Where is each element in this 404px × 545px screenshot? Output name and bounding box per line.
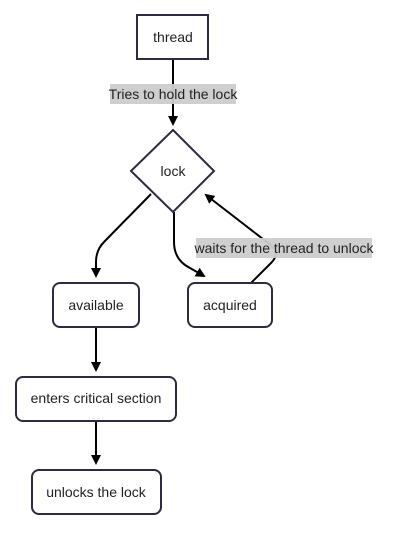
node-available-box [52,282,140,328]
node-unlocks-the-lock-box [31,469,162,515]
node-lock[interactable]: lock [129,128,216,214]
node-lock-diamond [129,128,216,214]
node-unlocks-the-lock-label: unlocks the lock [46,484,147,500]
edge-label-acquired-to-lock: waits for the thread to unlock [194,238,375,258]
node-acquired[interactable]: acquired [187,282,273,328]
edge-label-text: waits for the thread to unlock [194,240,375,256]
node-enters-critical-section[interactable]: enters critical section [15,376,177,422]
node-thread[interactable]: thread [136,14,209,60]
node-available-label: available [68,297,123,313]
edge-lock-to-acquired [173,212,206,277]
edge-label-text: Tries to hold the lock [109,86,239,102]
node-lock-label: lock [161,163,187,179]
node-acquired-box [187,282,273,328]
edge-label-background [196,238,372,258]
node-thread-label: thread [153,29,193,45]
node-unlocks-the-lock[interactable]: unlocks the lock [31,469,162,515]
node-enters-critical-section-label: enters critical section [31,390,162,406]
node-acquired-label: acquired [203,297,257,313]
edge-label-thread-to-lock: Tries to hold the lock [109,84,239,104]
edge-label-background [110,84,236,104]
edge-lock-to-available [91,193,152,278]
node-thread-box [136,14,209,60]
node-available[interactable]: available [52,282,140,328]
node-enters-critical-section-box [15,376,177,422]
